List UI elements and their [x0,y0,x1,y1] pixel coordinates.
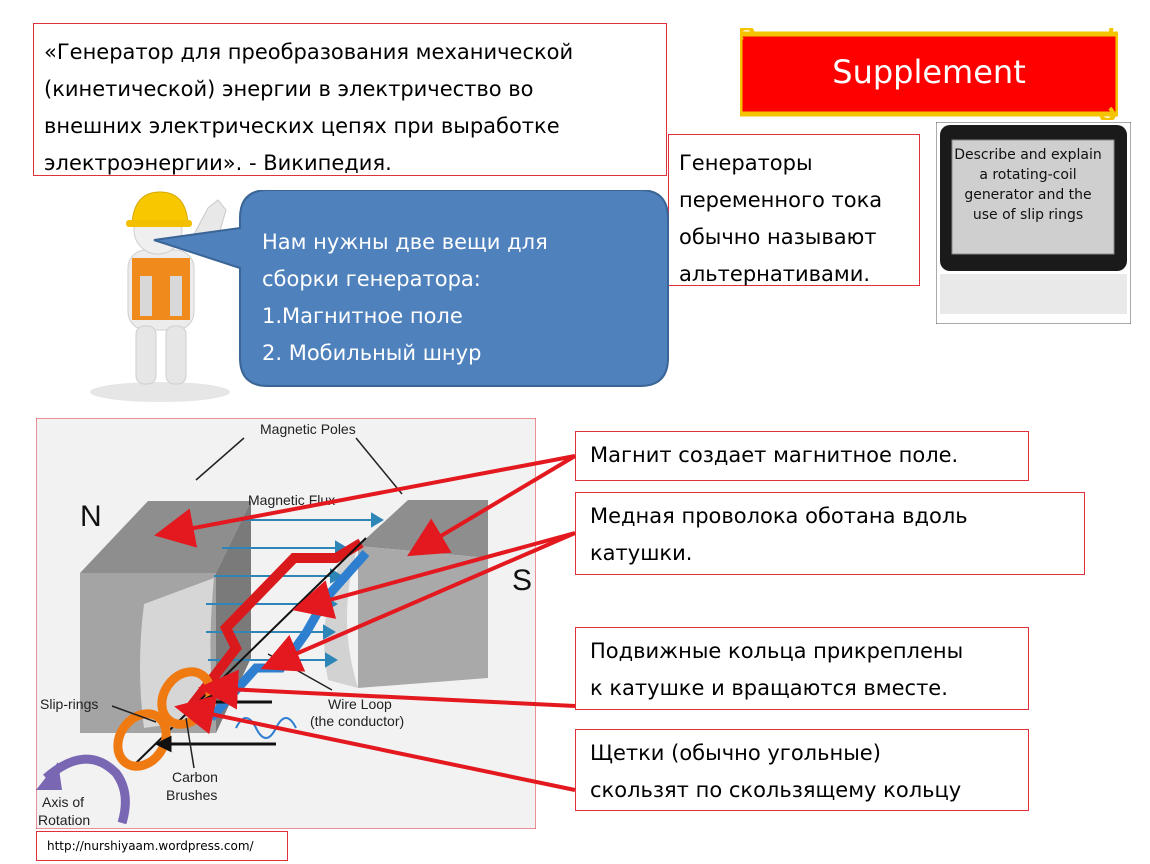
bubble-line: 1.Магнитное поле [262,304,463,328]
alternators-line: обычно называют [679,225,877,249]
callout-line: к катушке и вращаются вместе. [590,676,948,700]
label-axis-of: Axis of [42,794,85,810]
generator-diagram: Magnetic Poles Magnetic Flux N S Slip-ri… [36,418,536,829]
generator-diagram-drawing [36,418,536,829]
label-north-pole: N [80,500,102,533]
quote-line: внешних электрических цепях при выработк… [44,114,560,138]
tablet-prompt-text: Describe and explain a rotating-coil gen… [954,147,1102,223]
bubble-line: Нам нужны две вещи для [262,230,548,254]
speech-bubble-text: Нам нужны две вещи для сборки генератора… [262,224,652,372]
callout-magnet: Магнит создает магнитное поле. [575,431,1029,481]
label-brushes: Brushes [166,787,218,803]
alternators-line: переменного тока [679,188,883,212]
label-magnetic-poles: Magnetic Poles [260,421,356,437]
callout-line: скользят по скользящему кольцу [590,778,962,802]
quote-line: (кинетической) энергии в электричество в… [44,77,534,101]
alternators-line: Генераторы [679,151,813,175]
quote-line: «Генератор для преобразования механическ… [44,40,574,64]
alternators-line: альтернативами. [679,262,871,286]
callout-line: Подвижные кольца прикреплены [590,639,964,663]
callout-line: Медная проволока оботана вдоль [590,504,968,528]
label-rotation: Rotation [38,812,91,828]
label-wire-loop: Wire Loop [328,696,392,712]
callout-line: катушки. [590,541,693,565]
label-carbon: Carbon [172,769,218,785]
label-magnetic-flux: Magnetic Flux [248,492,336,508]
quote-line: электроэнергии». - Википедия. [44,151,392,175]
bubble-line: сборки генератора: [262,267,481,291]
callout-line: Щетки (обычно угольные) [590,741,881,765]
construction-worker-illustration [90,191,230,402]
source-url: http://nurshiyaam.wordpress.com/ [36,831,288,861]
callout-copper-wire: Медная проволока оботана вдоль катушки. [575,492,1085,575]
speech-bubble [153,190,669,387]
callout-slip-rings: Подвижные кольца прикреплены к катушке и… [575,627,1029,710]
tablet-icon [936,122,1131,324]
wikipedia-quote-box: «Генератор для преобразования механическ… [33,23,667,176]
callout-brushes: Щетки (обычно угольные) скользят по скол… [575,729,1029,811]
label-south-pole: S [512,564,533,597]
callout-line: Магнит создает магнитное поле. [590,443,959,467]
label-slip-rings: Slip-rings [40,696,99,712]
alternators-note-box: Генераторы переменного тока обычно назыв… [668,134,920,286]
bubble-line: 2. Мобильный шнур [262,341,482,365]
supplement-banner [740,28,1118,120]
supplement-label: Supplement [832,53,1026,91]
label-the-conductor: (the conductor) [310,713,405,729]
